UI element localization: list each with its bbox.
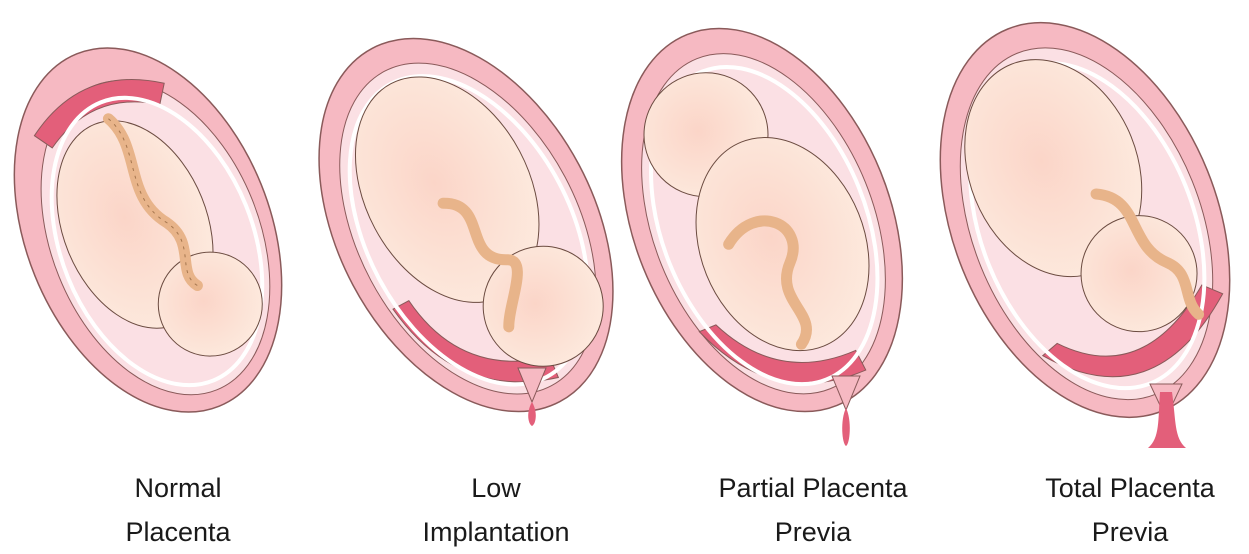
label-line-2: Implantation — [346, 510, 646, 554]
blood-drop — [842, 408, 850, 446]
label-normal-placenta: Normal Placenta — [28, 466, 328, 554]
uterus-normal-placenta — [0, 8, 332, 452]
label-line-1: Low — [346, 466, 646, 510]
uterus-total-placenta-previa — [885, 0, 1249, 460]
label-line-2: Previa — [663, 510, 963, 554]
label-line-1: Total Placenta — [980, 466, 1249, 510]
label-partial-placenta-previa: Partial Placenta Previa — [663, 466, 963, 554]
uterus-low-implantation — [259, 0, 673, 462]
label-line-1: Normal — [28, 466, 328, 510]
label-line-2: Previa — [980, 510, 1249, 554]
label-line-2: Placenta — [28, 510, 328, 554]
label-total-placenta-previa: Total Placenta Previa — [980, 466, 1249, 554]
label-line-1: Partial Placenta — [663, 466, 963, 510]
uterus-partial-placenta-previa — [568, 0, 955, 453]
label-low-implantation: Low Implantation — [346, 466, 646, 554]
